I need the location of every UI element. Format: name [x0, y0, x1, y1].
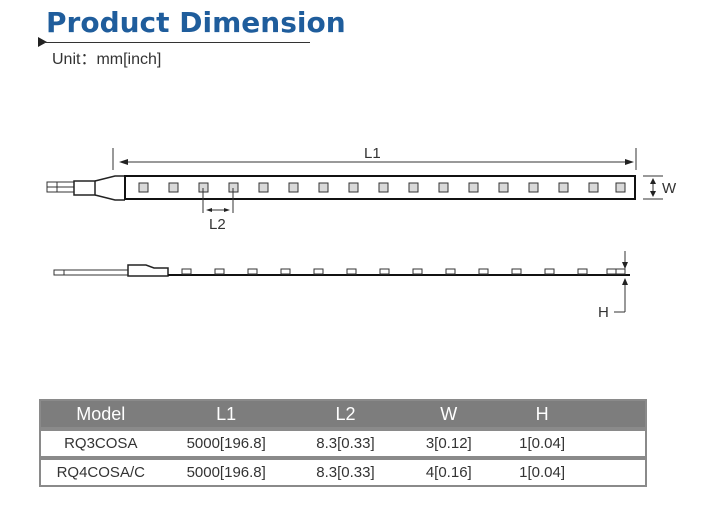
table-row: RQ4COSA/C 5000[196.8] 8.3[0.33] 4[0.16] …: [40, 456, 646, 487]
title-arrow-icon: [38, 37, 47, 47]
led-strip-drawing: L1 L2 W: [46, 145, 677, 321]
l2-label: L2: [209, 216, 226, 233]
cell-h: 1[0.04]: [498, 427, 586, 458]
column-header-l1: L1: [160, 400, 292, 429]
cell-model: RQ3COSA: [40, 427, 161, 458]
top-view: L1 L2 W: [46, 145, 677, 233]
h-label: H: [598, 304, 609, 321]
top-view-leds: [138, 182, 626, 193]
cell-l2: 8.3[0.33]: [291, 427, 400, 458]
page-title: Product Dimension: [46, 6, 346, 39]
side-view: H: [53, 251, 630, 321]
cell-l1: 5000[196.8]: [160, 456, 292, 487]
title-underline: [44, 42, 310, 43]
column-header-w: W: [399, 400, 499, 429]
l1-label: L1: [364, 145, 381, 162]
spec-table: Model L1 L2 W H RQ3COSA 5000[196.8] 8.3[…: [39, 399, 647, 487]
w-label: W: [662, 180, 677, 197]
table-row: RQ3COSA 5000[196.8] 8.3[0.33] 3[0.12] 1[…: [40, 427, 646, 458]
cell-w: 4[0.16]: [399, 456, 499, 487]
column-header-h: H: [498, 400, 586, 429]
unit-label: Unit：mm[inch]: [52, 51, 162, 68]
column-header-model: Model: [40, 400, 161, 429]
table-header-row: Model L1 L2 W H: [40, 400, 646, 429]
cell-l1: 5000[196.8]: [160, 427, 292, 458]
side-view-leds: [181, 268, 626, 275]
cell-model: RQ4COSA/C: [40, 456, 161, 487]
column-header-l2: L2: [291, 400, 400, 429]
cell-h: 1[0.04]: [498, 456, 586, 487]
cell-l2: 8.3[0.33]: [291, 456, 400, 487]
cell-w: 3[0.12]: [399, 427, 499, 458]
